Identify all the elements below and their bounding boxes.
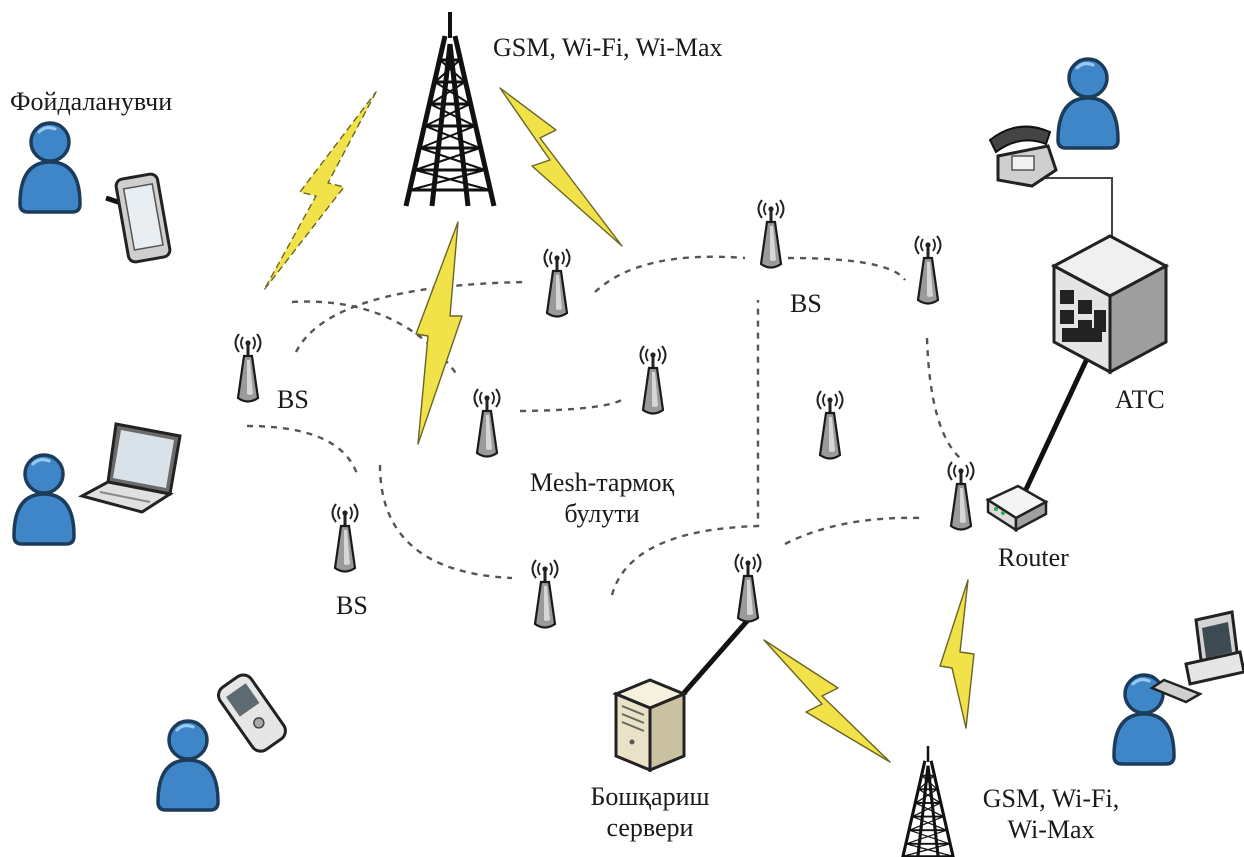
desktop-computer-icon <box>1149 610 1244 704</box>
user-label: Фойдаланувчи <box>10 87 173 116</box>
server-node-link <box>673 617 751 705</box>
mesh-cloud-label: Mesh-тармоқ булути <box>507 467 697 529</box>
antenna-node-icon <box>757 198 785 269</box>
antenna-node-icon <box>234 332 262 403</box>
mesh-cloud-label-line2: булути <box>564 499 640 529</box>
router-atc-link <box>1019 345 1095 501</box>
router-label: Router <box>998 543 1069 572</box>
antenna-node-icon <box>331 502 359 573</box>
lightning-link-icon <box>499 87 623 247</box>
antenna-node-icon <box>473 387 501 458</box>
tower-label-bottom-line2: Wi-Max <box>1007 815 1095 845</box>
mobile-phone-icon <box>217 673 287 753</box>
antenna-node-icon <box>947 460 975 531</box>
antenna-node-icon <box>543 247 571 318</box>
antenna-node-icon <box>914 234 942 305</box>
bs-label: BS <box>790 289 822 318</box>
person-icon <box>1056 57 1120 150</box>
lightning-link-icon <box>263 91 377 291</box>
server-label-line2: сервери <box>606 813 694 843</box>
server-label: Бошқариш сервери <box>570 781 730 843</box>
tower-icon <box>899 744 957 857</box>
bs-label: BS <box>336 591 368 620</box>
person-icon <box>18 121 82 214</box>
atc-label: АТС <box>1115 385 1165 414</box>
antenna-node-icon <box>816 389 844 460</box>
tower-label-top: GSM, Wi-Fi, Wi-Max <box>493 33 723 62</box>
tower-icon <box>406 12 494 206</box>
lightning-link-icon <box>939 579 975 729</box>
tower-label-bottom-line1: GSM, Wi-Fi, <box>982 784 1120 813</box>
tower-label-bottom: GSM, Wi-Fi, Wi-Max <box>976 783 1126 845</box>
lightning-link-icon <box>415 221 463 445</box>
router-icon <box>985 484 1049 533</box>
antenna-node-icon <box>639 344 667 415</box>
wireless-links <box>263 87 975 763</box>
mesh-cloud-label-line1: Mesh-тармоқ <box>529 468 675 497</box>
server-icon <box>612 678 688 773</box>
telephone-icon <box>988 125 1058 188</box>
lightning-link-icon <box>763 639 891 763</box>
person-icon <box>12 453 76 546</box>
antenna-node-icon <box>531 558 559 629</box>
person-icon <box>156 719 220 812</box>
tablet-icon <box>105 172 172 264</box>
mesh-links <box>246 255 961 596</box>
atc-switch-icon <box>1050 234 1170 375</box>
server-label-line1: Бошқариш <box>590 782 710 811</box>
bs-label: BS <box>277 385 309 414</box>
phone-atc-link <box>1028 177 1113 238</box>
antenna-node-icon <box>734 552 762 623</box>
laptop-icon <box>77 422 182 514</box>
antenna-nodes <box>234 198 975 629</box>
